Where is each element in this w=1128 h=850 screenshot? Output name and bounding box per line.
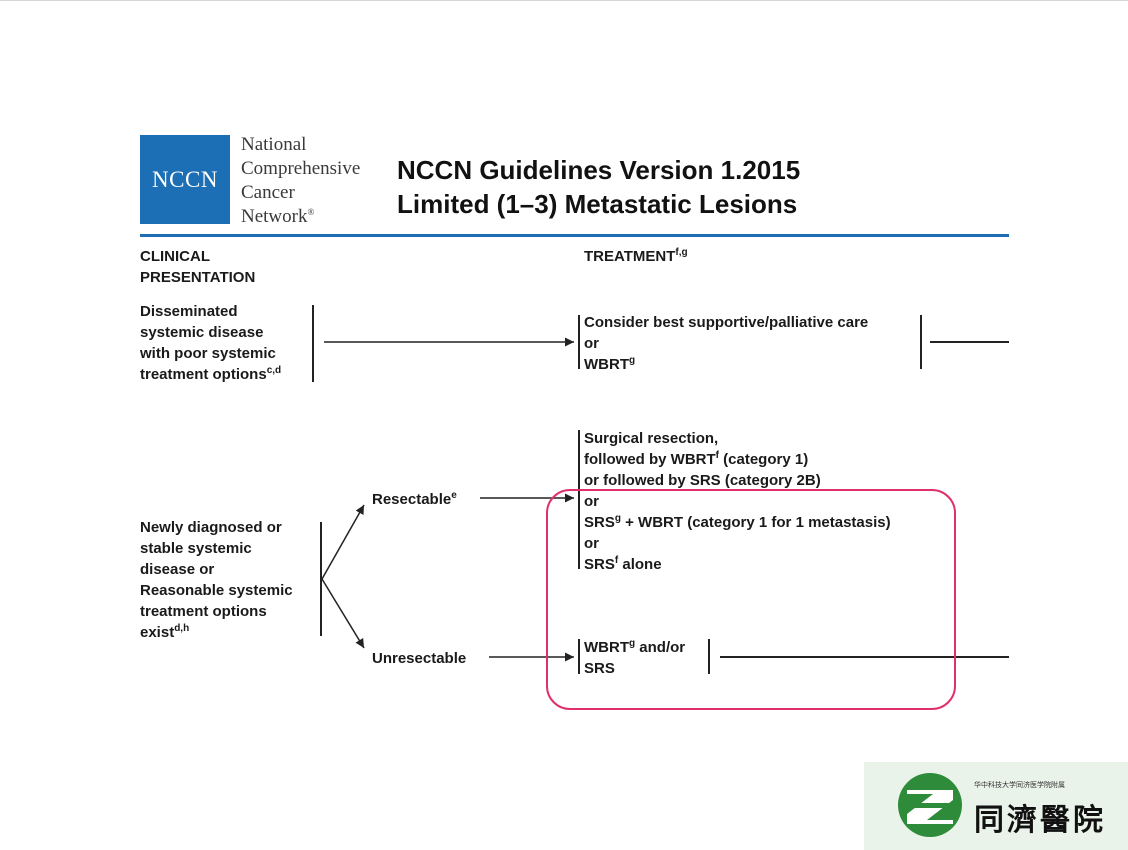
org-name-line-2: Comprehensive [241,158,361,179]
hospital-logo-caption: 华中科技大学同济医学院附属 [974,782,1065,789]
bracket-unresectable-treatment-right [708,639,710,674]
treatment-header: TREATMENTf,g [584,247,688,266]
resectable-treatment: Surgical resection, followed by WBRTf (c… [584,430,891,573]
nccn-logo: NCCN [140,135,230,224]
arrow-to-resectable [321,504,365,580]
hospital-logo-name: 同濟醫院 [974,803,1106,838]
org-name-line-4: Network® [241,206,315,227]
highlight-box [546,489,956,710]
guideline-topic-title: Limited (1–3) Metastatic Lesions [397,189,798,219]
registered-mark: ® [307,207,315,217]
bracket-disseminated-treatment-left [578,315,580,369]
unresectable-label: Unresectable [372,650,467,667]
disseminated-treatment: Consider best supportive/palliative care… [584,314,869,373]
bracket-unresectable-treatment-left [578,639,580,674]
arrow-to-unresectable [321,578,365,649]
bracket-disseminated [312,305,314,382]
clinical-presentation-header: CLINICAL PRESENTATION [140,248,256,286]
hospital-emblem-icon [898,773,962,837]
continuation-line-disseminated [930,341,1009,343]
bracket-newly-diagnosed [320,522,322,636]
bracket-resectable-treatment [578,430,580,569]
org-name-line-1: National [241,134,307,155]
top-border [0,0,1128,1]
resectable-label: Resectablee [372,490,457,509]
org-name-line-3: Cancer [241,182,295,203]
disseminated-presentation: Disseminated systemic disease with poor … [140,303,282,383]
unresectable-treatment: WBRTg and/or SRS [584,638,686,678]
nccn-logo-text: NCCN [152,166,218,192]
continuation-line-unresectable [720,656,1009,658]
newly-diagnosed-presentation: Newly diagnosed or stable systemic disea… [140,519,293,641]
guideline-version-title: NCCN Guidelines Version 1.2015 [397,155,801,185]
header-rule [140,234,1009,237]
bracket-disseminated-treatment-right [920,315,922,369]
